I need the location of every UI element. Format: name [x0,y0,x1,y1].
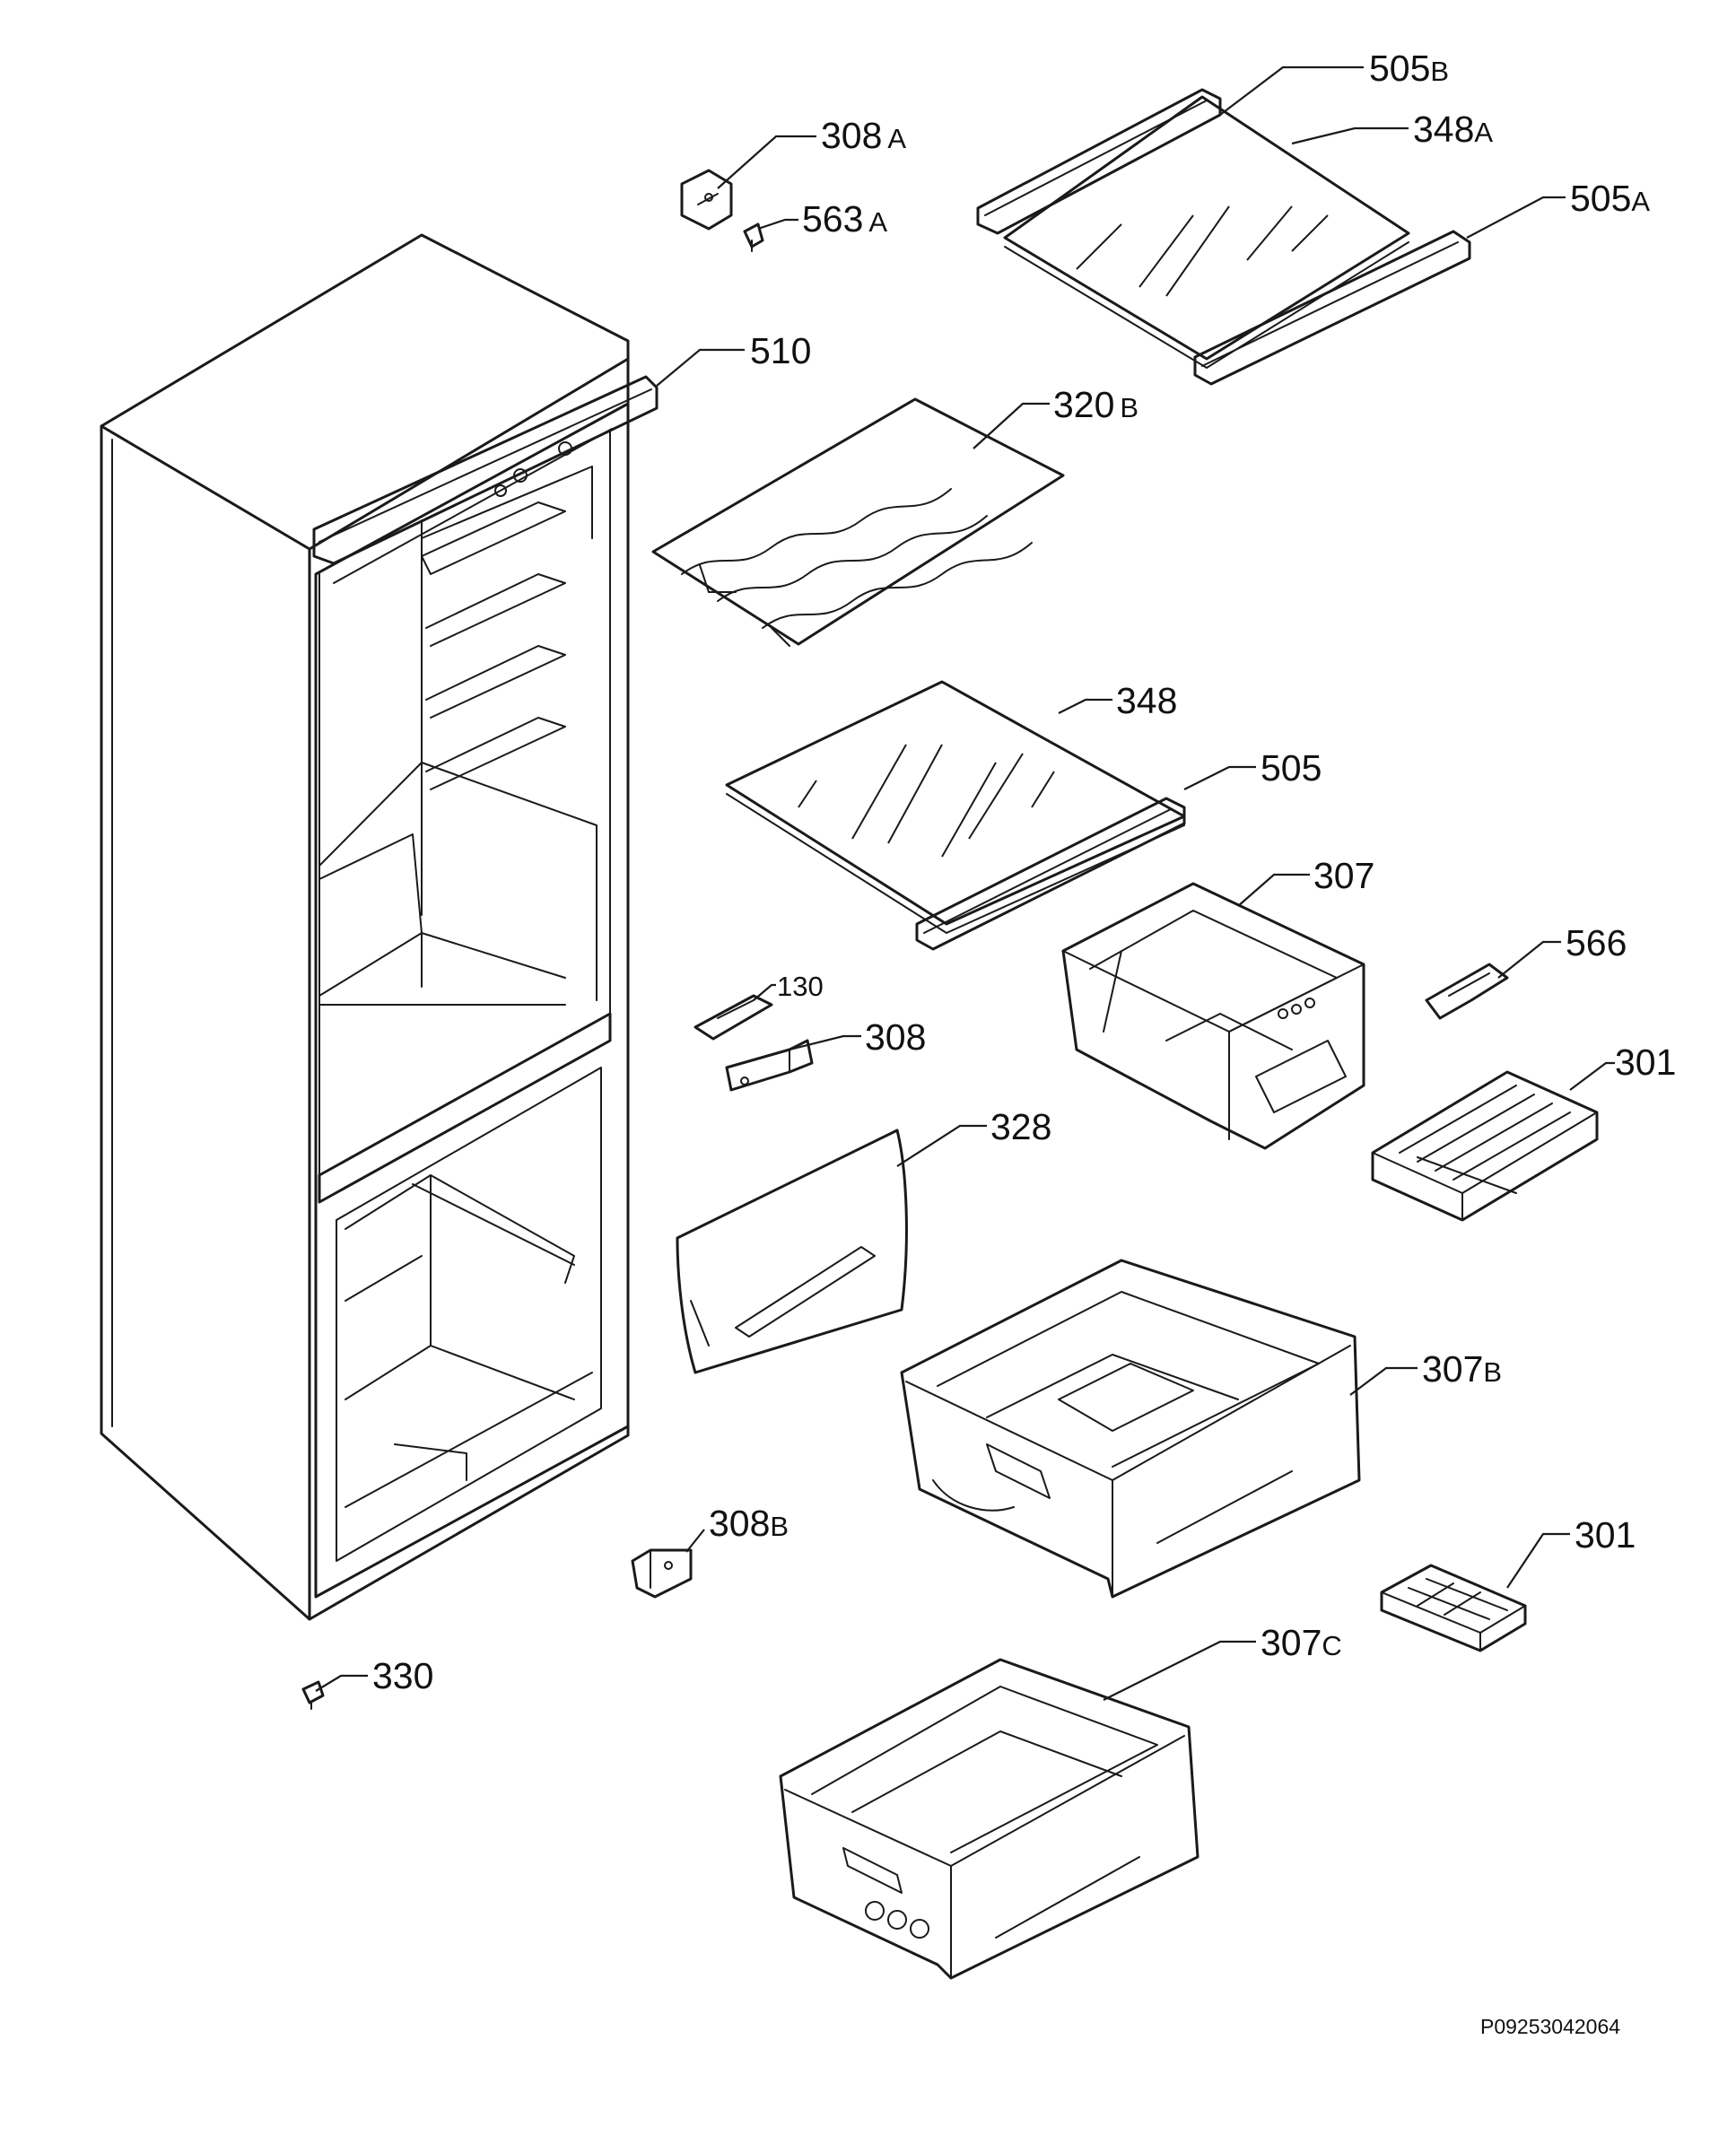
label-301-lower: 301 [1575,1514,1636,1556]
label-308b: 308B [709,1503,789,1544]
label-301-upper: 301 [1615,1042,1676,1083]
label-328: 328 [990,1106,1051,1147]
label-308: 308 [865,1016,926,1058]
lamp-cover-130 [694,994,773,1041]
bracket-566 [1425,963,1509,1020]
label-307b: 307B [1422,1348,1502,1390]
shelf-trim-505a [1193,230,1471,386]
label-566: 566 [1566,922,1627,963]
foot-screw-330 [301,1680,325,1710]
glass-shelf-348a [1003,95,1410,369]
screw-563a [743,222,764,252]
label-307c: 307C [1261,1622,1342,1663]
label-348a: 348A [1413,109,1493,150]
drawer-307b [900,1259,1361,1599]
flap-328 [676,1129,908,1374]
label-330: 330 [372,1655,433,1696]
hinge-308b [631,1548,693,1599]
drawer-307c [779,1658,1199,1980]
label-505: 505 [1261,747,1322,789]
label-130: 130 [777,971,824,1002]
label-505a: 505A [1570,178,1650,219]
hinge-308a [680,169,733,231]
drawing-code: P09253042064 [1480,2015,1620,2038]
ice-tray-301-large [1371,1070,1599,1222]
label-348: 348 [1116,680,1177,721]
ice-tray-301-small [1380,1564,1527,1652]
leader-lines [315,65,1615,1701]
label-307: 307 [1313,855,1374,896]
label-505b: 505B [1369,48,1449,89]
wine-rack-320b [651,397,1065,647]
fridge-cabinet [100,233,659,1621]
label-510: 510 [750,330,811,371]
shelf-trim-505 [915,797,1186,951]
drawer-307 [1061,882,1365,1150]
